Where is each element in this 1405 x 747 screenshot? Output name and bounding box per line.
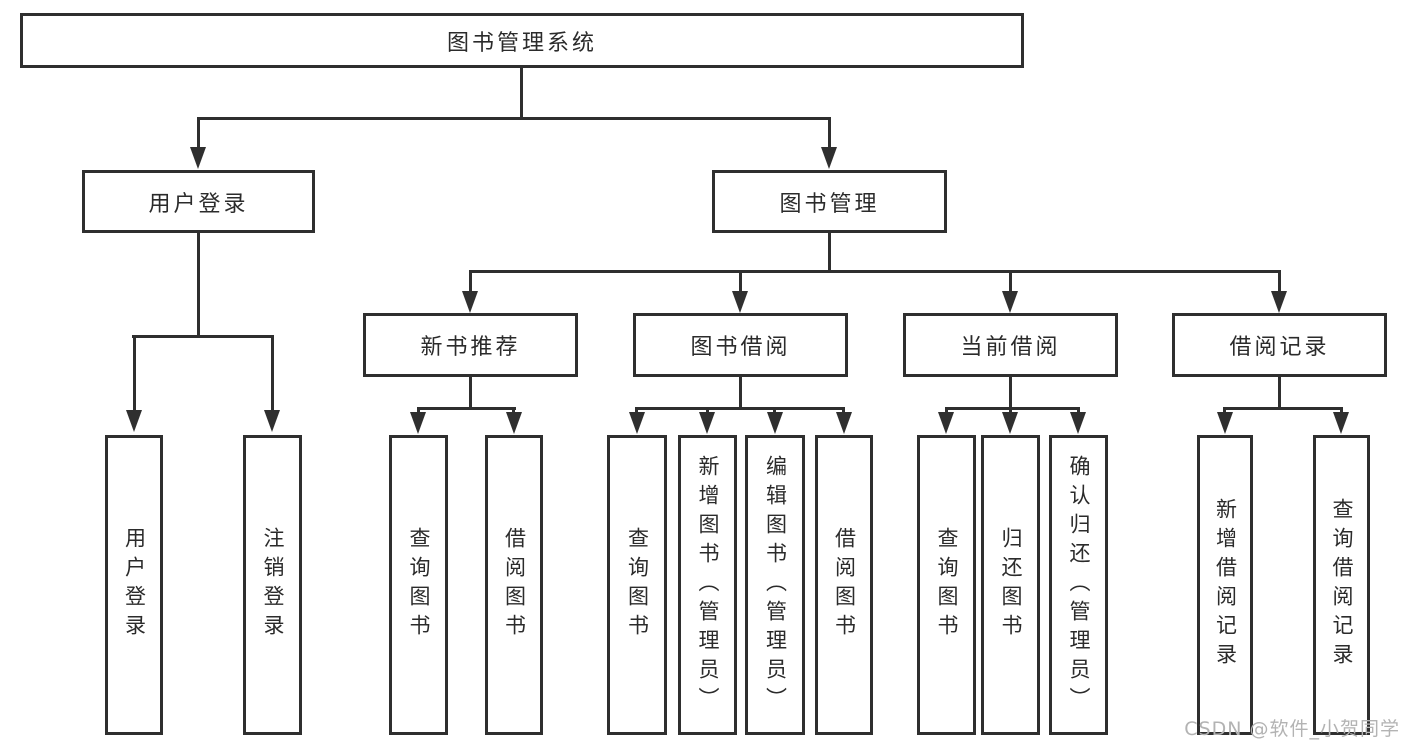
connector-book-mgmt-stem: [828, 233, 831, 272]
arrow-down-icon: [767, 412, 783, 434]
leaf-cb-confirm-return-admin: 确认归还（管理员）: [1049, 435, 1108, 735]
arrow-down-icon: [821, 147, 837, 169]
arrow-down-icon: [836, 412, 852, 434]
connector-leaf-stub: [417, 407, 420, 415]
arrow-down-icon: [629, 412, 645, 434]
connector-group-stem: [739, 377, 742, 409]
connector-level3-stub: [1009, 270, 1012, 294]
leaf-br-add-record: 新增借阅记录: [1197, 435, 1253, 735]
leaf-bb-borrow-books: 借阅图书: [815, 435, 873, 735]
connector-user-login-bar: [132, 335, 274, 338]
connector-leaf-stub: [271, 335, 274, 412]
connector-leaf-stub: [945, 407, 948, 415]
connector-group-bar: [1223, 407, 1343, 410]
connector-user-login-stub: [197, 117, 200, 149]
arrow-down-icon: [1070, 412, 1086, 434]
connector-group-bar: [635, 407, 845, 410]
node-new-book-recommend: 新书推荐: [363, 313, 578, 377]
connector-book-mgmt-stub: [828, 117, 831, 149]
arrow-down-icon: [506, 412, 522, 434]
leaf-bb-query-books: 查询图书: [607, 435, 667, 735]
arrow-down-icon: [264, 410, 280, 432]
arrow-down-icon: [126, 410, 142, 432]
arrow-down-icon: [699, 412, 715, 434]
connector-group-stem: [469, 377, 472, 409]
connector-user-login-stem: [197, 233, 200, 337]
node-book-borrowing: 图书借阅: [633, 313, 848, 377]
connector-group-stem: [1009, 377, 1012, 409]
connector-group-bar: [945, 407, 1080, 410]
connector-leaf-stub: [133, 335, 136, 412]
leaf-cb-return-books: 归还图书: [981, 435, 1040, 735]
leaf-cb-query-books: 查询图书: [917, 435, 976, 735]
connector-group-bar: [417, 407, 516, 410]
connector-leaf-stub: [1340, 407, 1343, 415]
connector-level3-stub: [469, 270, 472, 294]
node-user-login: 用户登录: [82, 170, 315, 233]
arrow-down-icon: [190, 147, 206, 169]
connector-level1-bar: [197, 117, 831, 120]
connector-leaf-stub: [842, 407, 845, 415]
connector-leaf-stub: [635, 407, 638, 415]
arrow-down-icon: [462, 291, 478, 313]
leaf-br-query-record: 查询借阅记录: [1313, 435, 1370, 735]
node-borrowing-records: 借阅记录: [1172, 313, 1387, 377]
connector-leaf-stub: [1077, 407, 1080, 415]
arrow-down-icon: [1002, 412, 1018, 434]
connector-group-stem: [1278, 377, 1281, 409]
arrow-down-icon: [410, 412, 426, 434]
node-book-management-system: 图书管理系统: [20, 13, 1024, 68]
leaf-bb-edit-books-admin: 编辑图书（管理员）: [745, 435, 805, 735]
leaf-logout: 注销登录: [243, 435, 302, 735]
csdn-watermark: CSDN @软件_小贺同学: [1184, 718, 1400, 740]
leaf-nb-borrow-books: 借阅图书: [485, 435, 543, 735]
arrow-down-icon: [938, 412, 954, 434]
node-current-borrowing: 当前借阅: [903, 313, 1118, 377]
connector-level3-stub: [1278, 270, 1281, 294]
connector-leaf-stub: [773, 407, 776, 415]
leaf-nb-query-books: 查询图书: [389, 435, 448, 735]
connector-leaf-stub: [512, 407, 515, 415]
connector-leaf-stub: [1009, 407, 1012, 415]
connector-leaf-stub: [706, 407, 709, 415]
connector-level3-bar: [469, 270, 1281, 273]
node-book-management: 图书管理: [712, 170, 947, 233]
arrow-down-icon: [1217, 412, 1233, 434]
connector-leaf-stub: [1223, 407, 1226, 415]
connector-root-stem: [520, 66, 523, 119]
arrow-down-icon: [1333, 412, 1349, 434]
arrow-down-icon: [1271, 291, 1287, 313]
arrow-down-icon: [1002, 291, 1018, 313]
arrow-down-icon: [732, 291, 748, 313]
leaf-user-login: 用户登录: [105, 435, 163, 735]
connector-level3-stub: [739, 270, 742, 294]
leaf-bb-add-books-admin: 新增图书（管理员）: [678, 435, 737, 735]
